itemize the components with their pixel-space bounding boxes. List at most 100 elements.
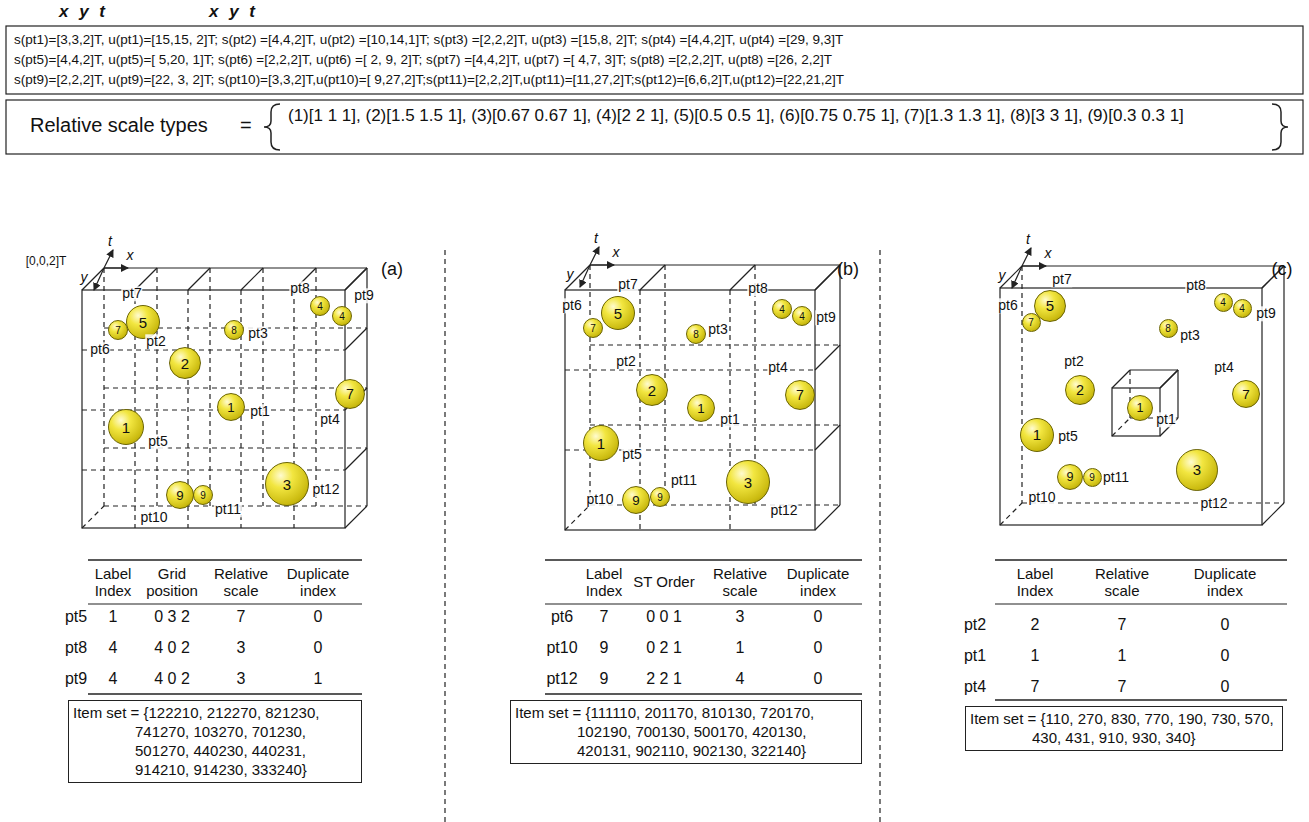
panel-letter: (a): [381, 260, 403, 280]
t-axis: [590, 247, 599, 265]
table-header: Duplicate index: [1188, 566, 1262, 599]
table-cell: pt4: [964, 678, 986, 696]
feature-sphere: 2: [169, 347, 201, 379]
scale-type-number: 2: [1076, 382, 1084, 398]
table-header: Duplicate index: [281, 566, 355, 599]
table-cell: 1: [1031, 647, 1040, 665]
panel-separator: [444, 250, 445, 822]
table-cell: 0: [1221, 616, 1230, 634]
feature-sphere: 7: [583, 318, 603, 338]
point-label: pt11: [670, 473, 698, 488]
feature-sphere: 9: [193, 485, 213, 505]
point-label: pt6: [561, 298, 582, 313]
scale-type-number: 9: [200, 490, 206, 501]
table-cell: 1: [109, 608, 118, 626]
scale-type-number: 7: [115, 325, 121, 336]
feature-sphere: 7: [335, 379, 365, 409]
y-axis: [580, 265, 590, 287]
panel-letter: (c): [1272, 260, 1293, 280]
point-label: pt3: [247, 326, 268, 341]
spatiotemporal-grid: [104, 267, 367, 268]
reference-cube: [1177, 370, 1178, 418]
table-cell: 0: [1221, 678, 1230, 696]
definition-line: s(pt1)=[3,3,2]T, u(pt1)=[15,15, 2]T; s(p…: [14, 30, 1295, 50]
axis-label: y: [81, 270, 88, 285]
table-cell: 0 2 1: [646, 639, 682, 657]
definition-line: s(pt9)=[2,2,2]T, u(pt9)=[22, 3, 2]T; s(p…: [14, 70, 1295, 90]
point-label: pt10: [139, 510, 168, 525]
table-cell: 9: [600, 639, 609, 657]
scale-type-number: 9: [1066, 470, 1073, 484]
table-cell: pt2: [964, 616, 986, 634]
point-label: pt12: [1199, 496, 1228, 511]
table-cell: 0: [1221, 647, 1230, 665]
point-label: pt1: [719, 412, 740, 427]
scale-type-number: 1: [597, 435, 605, 452]
table-cell: 7: [1031, 678, 1040, 696]
feature-sphere: 7: [108, 320, 128, 340]
spatiotemporal-grid: [640, 265, 665, 290]
definition-frame: [6, 26, 1303, 94]
feature-sphere: 3: [1176, 449, 1218, 491]
spatiotemporal-grid: [241, 268, 263, 290]
table-header: Label Index: [998, 566, 1072, 599]
reference-cube: [1112, 388, 1160, 436]
panel-separator: [879, 250, 880, 822]
feature-sphere: 1: [217, 393, 245, 421]
scale-type-number: 3: [744, 474, 752, 491]
item-set-text: Item set = {122210, 212270, 821230, 7412…: [135, 703, 357, 779]
point-label: pt2: [1063, 354, 1084, 369]
feature-sphere: 4: [332, 306, 352, 326]
table-cell: 0: [814, 608, 823, 626]
table-cell: 9: [600, 670, 609, 688]
spatiotemporal-grid: [565, 505, 590, 530]
table-rule: [88, 603, 362, 604]
table-cell: pt12: [546, 670, 577, 688]
table-cell: 7: [1118, 678, 1127, 696]
item-set-box: Item set = {122210, 212270, 821230, 7412…: [68, 700, 362, 783]
table-header: Duplicate index: [781, 566, 855, 599]
scale-heading: Relative scale types: [30, 114, 208, 137]
point-label: pt5: [1057, 429, 1078, 444]
point-label: pt2: [145, 334, 166, 349]
spatiotemporal-grid: [839, 265, 840, 505]
spatiotemporal-grid: [188, 268, 210, 290]
scale-type-number: 1: [1033, 426, 1041, 443]
spatiotemporal-grid: [82, 506, 104, 528]
spatiotemporal-grid: [815, 425, 840, 450]
scale-type-number: 9: [632, 493, 639, 508]
axis-label: t: [1026, 232, 1030, 247]
table-cell: pt8: [65, 639, 87, 657]
axis-header: x y t: [209, 3, 255, 22]
feature-sphere: 1: [108, 409, 144, 445]
spatiotemporal-grid: [345, 268, 367, 290]
scale-type-number: 5: [1046, 297, 1054, 314]
scale-type-number: 4: [317, 301, 323, 312]
t-axis: [1022, 248, 1031, 266]
point-label: pt8: [1185, 278, 1206, 293]
point-label: pt6: [997, 298, 1018, 313]
table-rule: [995, 699, 1287, 701]
feature-sphere: 1: [1020, 418, 1054, 452]
feature-sphere: 9: [1057, 464, 1084, 491]
spatiotemporal-grid: [565, 290, 815, 530]
table-cell: pt10: [546, 639, 577, 657]
table-cell: 0: [814, 639, 823, 657]
scale-type-number: 7: [796, 387, 804, 403]
axis-label: y: [567, 267, 574, 282]
spatiotemporal-grid: [815, 265, 840, 290]
scale-type-number: 4: [1239, 303, 1245, 314]
point-label: pt8: [747, 281, 768, 296]
point-label: pt11: [1102, 470, 1130, 485]
feature-sphere: 3: [265, 462, 309, 506]
table-header: Relative scale: [1085, 566, 1159, 599]
scale-type-number: 3: [283, 476, 291, 493]
reference-cube: [1112, 418, 1130, 436]
point-label: pt10: [585, 492, 614, 507]
scale-type-number: 8: [231, 325, 237, 336]
table-header: Relative scale: [703, 566, 777, 599]
spatiotemporal-grid: [815, 265, 840, 290]
table-cell: 0: [314, 608, 323, 626]
point-label: pt1: [249, 404, 270, 419]
scale-type-number: 9: [1089, 472, 1095, 483]
